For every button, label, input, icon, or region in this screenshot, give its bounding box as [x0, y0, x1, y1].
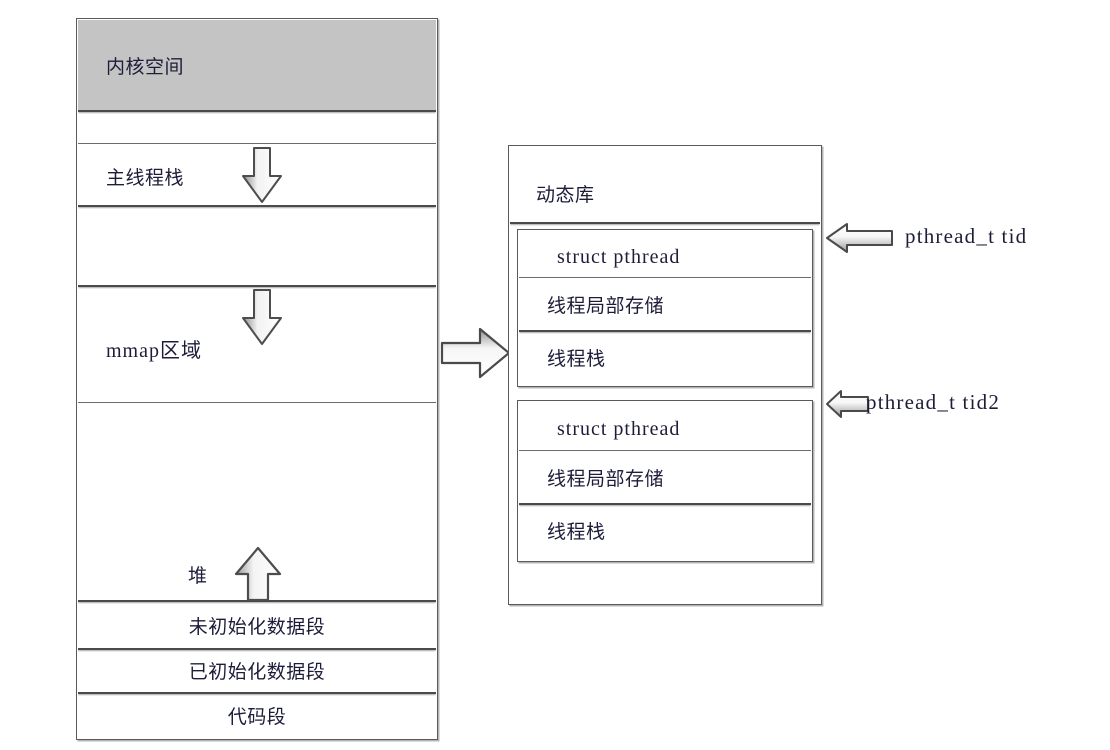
thread2-row-struct-pthread: struct pthread [519, 412, 811, 446]
library-header-label: 动态库 [536, 183, 595, 206]
thread2-row-stack: 线程栈 [519, 511, 811, 549]
heap-grow-up-arrow [233, 545, 283, 603]
separator-gap1-bottom [78, 143, 436, 144]
thread1-label-stack: 线程栈 [547, 347, 606, 370]
segment-label-heap: 堆 [188, 564, 208, 587]
separator-thread2-struct [519, 450, 811, 451]
thread1-row-struct-pthread: struct pthread [519, 240, 811, 274]
pthread-tid-callout-arrow [825, 218, 895, 258]
segment-label-mmap-region: mmap区域 [106, 339, 202, 362]
segment-heap: 堆 [78, 556, 436, 592]
separator-bss-bottom [78, 648, 436, 650]
thread1-row-tls: 线程局部存储 [519, 285, 811, 323]
segment-main-thread-stack: 主线程栈 [78, 156, 436, 196]
process-address-space-box [76, 18, 438, 740]
thread2-label-struct-pthread: struct pthread [557, 417, 681, 440]
pthread-tid-label: pthread_t tid [905, 224, 1028, 248]
segment-text: 代码段 [78, 694, 436, 736]
segment-label-bss: 未初始化数据段 [188, 615, 326, 638]
segment-label-main-thread-stack: 主线程栈 [106, 166, 185, 189]
segment-data: 已初始化数据段 [78, 650, 436, 690]
separator-thread1-struct [519, 277, 811, 278]
pthread-tid2-label: pthread_t tid2 [866, 390, 1001, 414]
mmap-grow-down-arrow [240, 288, 284, 348]
segment-label-data: 已初始化数据段 [188, 660, 326, 683]
thread2-label-tls: 线程局部存储 [547, 467, 665, 490]
thread2-label-stack: 线程栈 [547, 520, 606, 543]
separator-mmap-bottom [78, 402, 436, 403]
kernel-space-band [78, 20, 436, 110]
separator-kernel-bottom [78, 110, 436, 112]
library-header: 动态库 [510, 175, 820, 211]
thread-block-1 [517, 229, 813, 387]
separator-gap2-bottom [78, 285, 436, 287]
thread1-row-stack: 线程栈 [519, 338, 811, 376]
stack-grow-down-arrow [240, 146, 284, 206]
separator-thread2-tls [519, 503, 811, 505]
segment-mmap-region: mmap区域 [78, 328, 436, 368]
separator-thread1-tls [519, 330, 811, 332]
segment-label-text: 代码段 [227, 705, 287, 728]
separator-library-header [510, 222, 820, 224]
segment-bss: 未初始化数据段 [78, 604, 436, 646]
thread-block-2 [517, 400, 813, 562]
segment-label-kernel-space: 内核空间 [106, 55, 185, 78]
thread1-label-tls: 线程局部存储 [547, 294, 665, 317]
pthread-tid2-callout-arrow [825, 386, 871, 422]
separator-data-bottom [78, 692, 436, 694]
segment-kernel-space: 内核空间 [78, 45, 436, 85]
mmap-to-library-arrow [440, 325, 512, 381]
separator-mainstack-bottom [78, 205, 436, 207]
thread1-label-struct-pthread: struct pthread [557, 245, 681, 268]
thread2-row-tls: 线程局部存储 [519, 458, 811, 496]
